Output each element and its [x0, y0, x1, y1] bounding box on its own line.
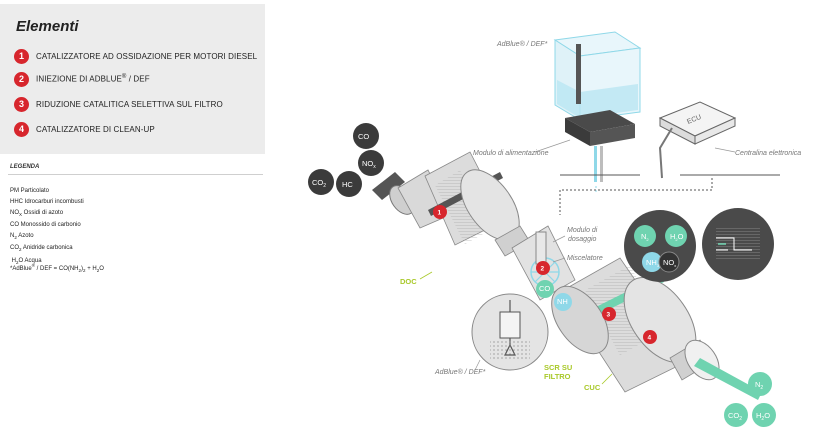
legend-formula: *AdBlue® / DEF = CO(NH2)2 + H2O [10, 263, 104, 274]
element-item-4: 4 CATALIZZATORE DI CLEAN-UP [14, 121, 155, 137]
filter-detail-inset [702, 208, 774, 280]
inlet-gases: CO NOx CO2 HC [308, 123, 384, 197]
element-label: CATALIZZATORE DI CLEAN-UP [36, 124, 155, 134]
wiring-line [559, 178, 713, 215]
elements-panel: Elementi 1 CATALIZZATORE AD OSSIDAZIONE … [0, 4, 265, 154]
bubble-hc: HC [342, 180, 353, 189]
element-label: CATALIZZATORE AD OSSIDAZIONE PER MOTORI … [36, 51, 258, 61]
scr-label-a: SCR SU [544, 363, 572, 372]
number-badge: 2 [14, 71, 29, 87]
number-badge: 4 [14, 121, 29, 137]
badge-1-text: 1 [438, 210, 442, 217]
number-badge: 3 [14, 96, 29, 112]
inset-h2o: H2O [670, 232, 684, 242]
badge-3 [602, 307, 616, 321]
bubble-co: CO [358, 132, 369, 141]
bubble-h2o: H2O [756, 411, 770, 422]
bubble-co2: CO2 [312, 178, 326, 189]
badge-3-text: 3 [607, 312, 611, 319]
element-item-1: 1 CATALIZZATORE AD OSSIDAZIONE PER MOTOR… [14, 48, 257, 64]
element-label: INIEZIONE DI ADBLUE® / DEF [36, 74, 150, 84]
cuc-leader [601, 373, 613, 385]
dosing-label-b: dosaggio [568, 236, 597, 243]
legend-item-hhc: HHC Idrocarburi incombusti [10, 199, 84, 205]
supply-module-leader [534, 139, 571, 153]
doc-leader [419, 271, 433, 280]
number-badge: 1 [14, 48, 29, 64]
ecu-unit [658, 101, 780, 179]
injector-detail-inset [471, 293, 549, 371]
pipe-bubble-co2 [536, 280, 554, 298]
badge-1 [433, 205, 447, 219]
scr-label-b: FILTRO [544, 372, 571, 381]
mixer-label: Miscelatore [567, 255, 603, 262]
pipe-bubble-nh [554, 293, 572, 311]
legend-list: PM Particolato HHC Idrocarburi incombust… [10, 186, 84, 268]
adblue-tank [553, 31, 642, 194]
bubble-out-co2: CO2 [728, 411, 742, 422]
outlet-gases: N2 CO2 H2O [724, 372, 776, 427]
inset-nox: NOx [663, 258, 676, 268]
dosing-module [535, 231, 547, 265]
legend-item-co: CO Monossido di carbonio [10, 222, 81, 229]
legend-item-h2o: H2O Acqua [11, 257, 42, 265]
ecu-label: Centralina elettronica [735, 150, 801, 157]
element-item-3: 3 RIDUZIONE CATALITICA SELETTIVA SUL FIL… [14, 96, 223, 112]
inlet-pipe [372, 172, 405, 200]
supply-module-label: Modulo di alimentazione [473, 150, 549, 157]
badge-2 [536, 261, 550, 275]
legend-divider [8, 174, 263, 175]
legend-item-nox: NOX Ossidi di azoto [10, 210, 64, 218]
dosing-label-a: Modulo di [567, 227, 598, 234]
doc-canister [389, 151, 531, 257]
legend-item-pm: PM Particolato [10, 188, 50, 194]
inset-n2: N2 [641, 232, 649, 242]
cuc-label: CUC [584, 383, 601, 392]
badge-4-text: 4 [648, 335, 652, 342]
bubble-n2: N2 [755, 380, 763, 391]
mixer-leader [552, 257, 566, 263]
inset-nh3: NH3 [646, 258, 660, 268]
legend-item-n2: N2 Azoto [10, 233, 34, 241]
panel-title: Elementi [16, 18, 79, 35]
reaction-detail-inset: N2 H2O NH3 NOx [624, 210, 696, 282]
legend-item-co2: CO2 Anidride carbonica [10, 245, 73, 253]
legend-title: LEGENDA [10, 164, 40, 170]
adblue-top-label: AdBlue® / DEF* [496, 40, 548, 48]
badge-4 [643, 330, 657, 344]
pipe-bubble-nh-text: NH [557, 297, 568, 306]
element-item-2: 2 INIEZIONE DI ADBLUE® / DEF [14, 71, 150, 87]
adblue-bottom-label: AdBlue® / DEF* [434, 368, 486, 376]
dosing-leader [552, 235, 566, 243]
bubble-nox: NOx [362, 159, 376, 170]
doc-label: DOC [400, 277, 417, 286]
pipe-bubble-co2-text: CO [539, 284, 550, 293]
element-label: RIDUZIONE CATALITICA SELETTIVA SUL FILTR… [36, 99, 223, 109]
badge-2-text: 2 [541, 266, 545, 273]
ecu-leader [714, 147, 736, 153]
